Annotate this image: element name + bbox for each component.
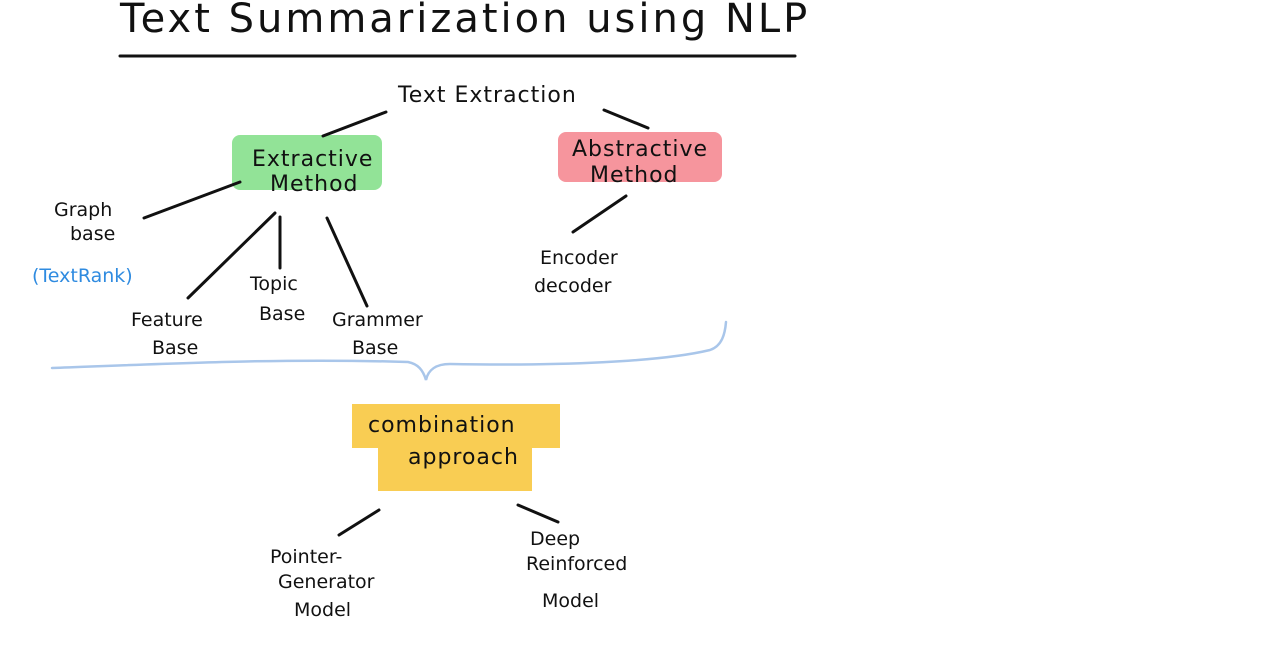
deep-reinforced-line2: Reinforced	[526, 553, 627, 575]
connector-combination-pointer	[337, 508, 381, 537]
combination-label-line1: combination	[368, 413, 516, 438]
pointer-generator-line2: Generator	[278, 571, 375, 593]
connector-root-extractive	[321, 110, 388, 138]
connector-combination-deep	[516, 503, 560, 524]
feature-base-line2: Base	[152, 337, 198, 359]
extractive-highlight	[232, 135, 382, 190]
deep-reinforced-line3: Model	[542, 590, 599, 612]
pointer-generator-line1: Pointer-	[270, 546, 342, 568]
combination-highlight	[352, 404, 560, 491]
abstractive-highlight	[558, 132, 722, 182]
graph-base-line2: base	[70, 223, 115, 245]
connector-extractive-feature	[186, 211, 277, 300]
grouping-brace	[50, 320, 728, 381]
feature-base-line1: Feature	[131, 309, 203, 331]
connector-root-abstractive	[602, 108, 650, 130]
extractive-label-line2: Method	[270, 172, 359, 197]
root-node-label: Text Extraction	[397, 83, 577, 108]
pointer-generator-line3: Model	[294, 599, 351, 621]
deep-reinforced-line1: Deep	[530, 528, 580, 550]
encoder-decoder-line1: Encoder	[540, 247, 618, 269]
topic-base-line2: Base	[259, 303, 305, 325]
combination-label-line2: approach	[408, 445, 519, 470]
textrank-note: (TextRank)	[32, 265, 133, 287]
connector-extractive-grammer	[325, 216, 369, 308]
diagram-title: Text Summarization using NLP	[119, 0, 810, 42]
connector-abstractive-encoder	[571, 194, 628, 234]
abstractive-label-line2: Method	[590, 163, 679, 188]
encoder-decoder-line2: decoder	[534, 275, 612, 297]
grammer-base-line1: Grammer	[332, 309, 423, 331]
grammer-base-line2: Base	[352, 337, 398, 359]
graph-base-line1: Graph	[54, 199, 112, 221]
extractive-label-line1: Extractive	[252, 147, 373, 172]
topic-base-line1: Topic	[249, 273, 298, 295]
abstractive-label-line1: Abstractive	[572, 137, 708, 162]
connector-extractive-graph	[142, 180, 242, 220]
